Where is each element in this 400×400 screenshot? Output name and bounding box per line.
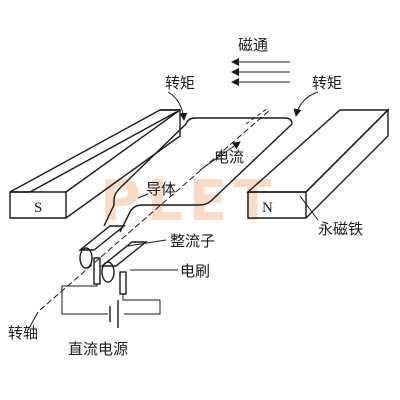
watermark-text: PLET: [100, 169, 277, 234]
shaft-label: 转轴: [8, 324, 38, 342]
conductor-leader: [137, 193, 149, 199]
magnet-s: [9, 108, 181, 219]
flux-arrows: [231, 58, 290, 86]
torque-arrow-right: [293, 91, 319, 117]
magnet-leader: [299, 195, 319, 221]
permanent-magnet-label: 永磁铁: [318, 220, 363, 238]
brush-label: 电刷: [180, 262, 210, 280]
torque-label-left: 转矩: [165, 74, 195, 92]
commutator-leader: [127, 239, 167, 247]
dc-source-label: 直流电源: [68, 340, 128, 358]
commutator-label: 整流子: [170, 232, 215, 250]
torque-label-right: 转矩: [312, 74, 342, 92]
brush-circuit: [61, 257, 161, 328]
current-label: 电流: [214, 148, 244, 166]
magnet-n: [246, 108, 390, 219]
torque-arrow-left: [167, 91, 188, 121]
commutator: [78, 225, 148, 283]
shaft-leader: [27, 311, 39, 331]
pole-s-label: S: [34, 200, 42, 216]
pole-n-label: N: [262, 200, 273, 216]
conductor-label: 导体: [146, 180, 176, 198]
flux-label: 磁通: [238, 36, 268, 54]
shaft: [39, 109, 271, 311]
